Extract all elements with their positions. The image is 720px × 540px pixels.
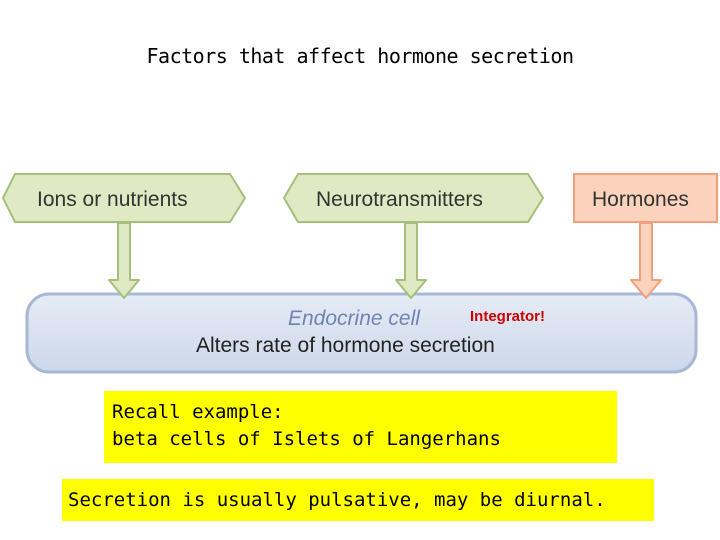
- secretion-pattern-text: Secretion is usually pulsative, may be d…: [68, 489, 606, 511]
- integrator-label: Integrator!: [470, 308, 545, 325]
- secretion-pattern-callout: Secretion is usually pulsative, may be d…: [62, 479, 654, 521]
- arrow-hormones-to-cell: [630, 222, 662, 299]
- page-title: Factors that affect hormone secretion: [146, 44, 574, 68]
- recall-example-heading: Recall example:: [112, 401, 284, 423]
- input-ions-or-nutrients-box: [1, 173, 247, 223]
- arrow-ions-to-cell: [108, 222, 140, 299]
- recall-example-detail: beta cells of Islets of Langerhans: [112, 428, 501, 450]
- input-hormones: Hormones: [573, 173, 718, 299]
- input-neurotransmitters: Neurotransmitters: [282, 173, 545, 299]
- input-ions-or-nutrients-label: Ions or nutrients: [37, 188, 188, 211]
- input-hormones-label: Hormones: [592, 188, 689, 211]
- recall-example-callout: Recall example: beta cells of Islets of …: [104, 391, 617, 463]
- endocrine-cell-name: Endocrine cell: [288, 307, 421, 330]
- input-ions-or-nutrients: Ions or nutrients: [1, 173, 247, 299]
- input-neurotransmitters-box: [282, 173, 545, 223]
- arrow-neurotransmitters-to-cell: [395, 222, 427, 299]
- input-neurotransmitters-label: Neurotransmitters: [316, 188, 483, 211]
- input-hormones-box: [573, 173, 718, 223]
- endocrine-cell: Endocrine cell Integrator! Alters rate o…: [25, 292, 698, 374]
- endocrine-cell-action: Alters rate of hormone secretion: [196, 334, 495, 357]
